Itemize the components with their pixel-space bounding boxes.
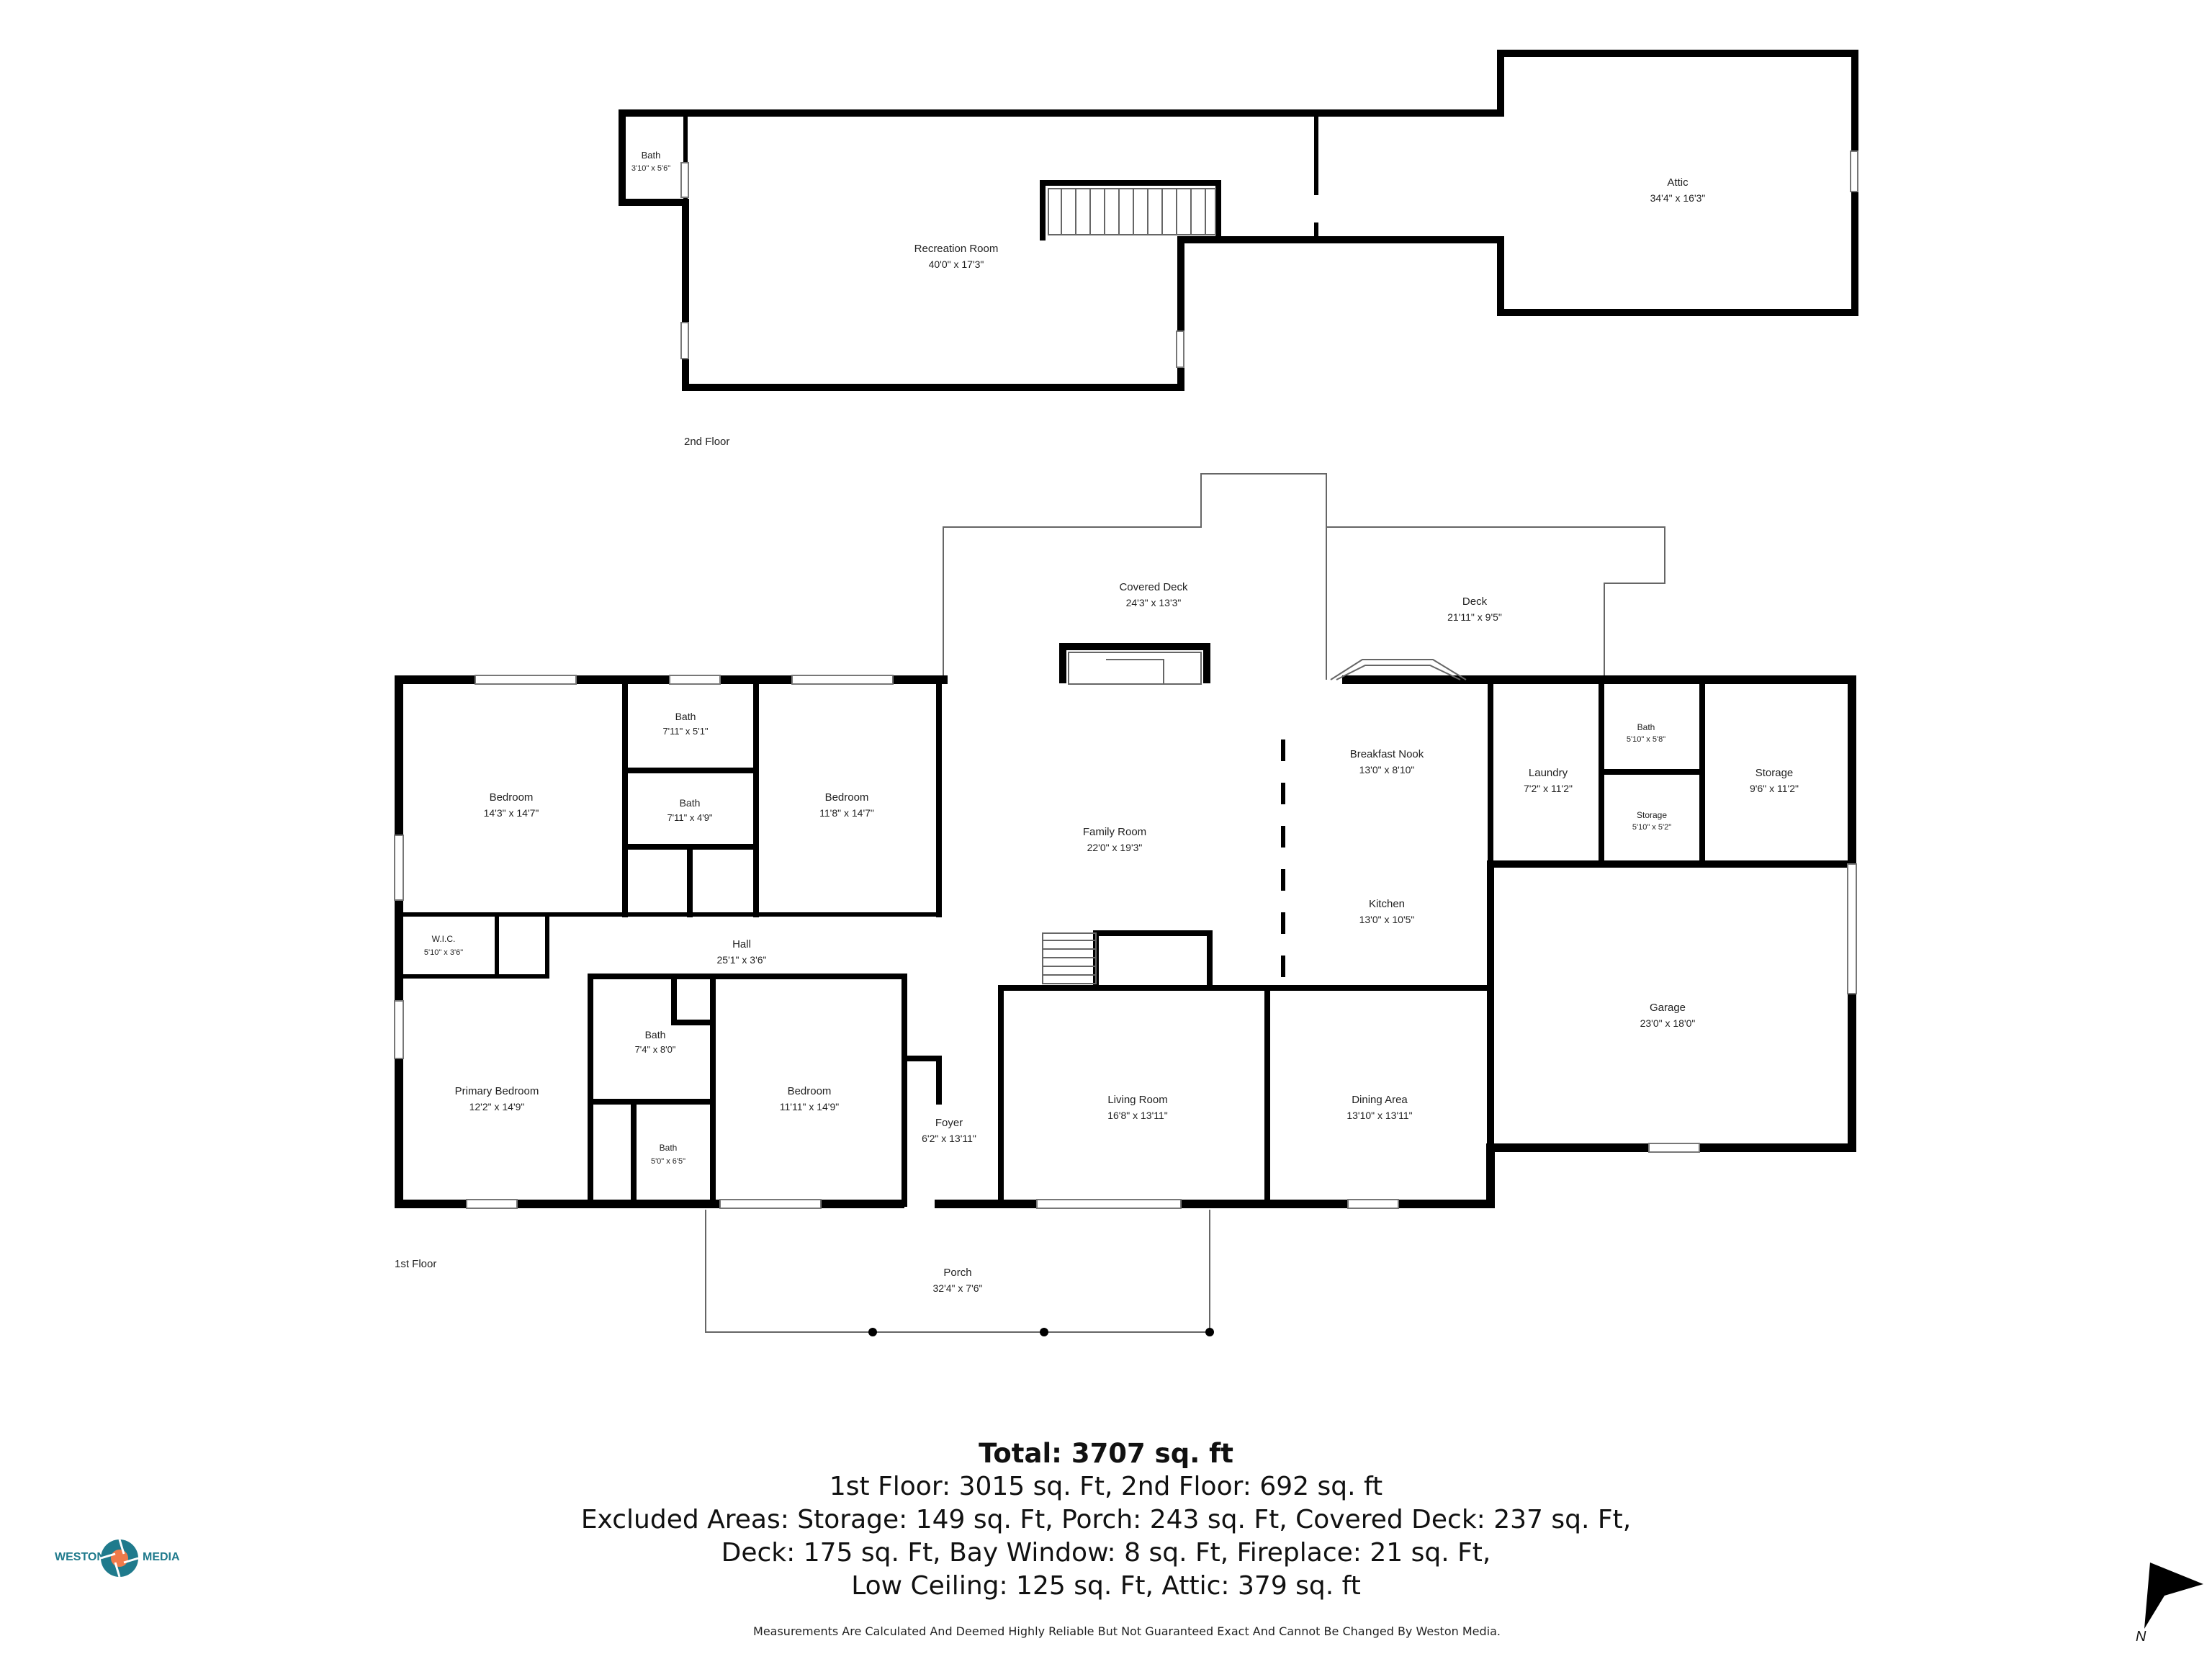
excluded-areas-line-3: Low Ceiling: 125 sq. Ft, Attic: 379 sq. … [851,1571,1361,1601]
room-size: 32'4" x 7'6" [933,1282,983,1294]
room-name: Dining Area [1352,1094,1408,1106]
room-size: 13'0" x 10'5" [1359,914,1415,925]
room-name: Bedroom [825,791,869,804]
room-size: 12'2" x 14'9" [469,1101,525,1112]
second-floor-plan: Bath 3'10" x 5'6" Recreation Room 40'0" … [619,50,1858,448]
room-name: Bath [675,711,696,722]
room-size: 5'10" x 5'8" [1627,735,1665,744]
room-size: 23'0" x 18'0" [1640,1017,1696,1029]
room-name: Bath [645,1029,666,1040]
floor-label-first: 1st Floor [395,1258,436,1270]
room-size: 11'8" x 14'7" [819,807,874,819]
excluded-areas-line-1: Excluded Areas: Storage: 149 sq. Ft, Por… [580,1505,1632,1534]
room-size: 7'4" x 8'0" [635,1044,676,1055]
room-name: Bedroom [490,791,534,804]
room-name: Porch [943,1267,971,1279]
room-name: Family Room [1083,826,1146,838]
room-name: Bath [642,150,661,161]
excluded-areas-line-2: Deck: 175 sq. Ft, Bay Window: 8 sq. Ft, … [721,1538,1491,1568]
room-name: Foyer [935,1117,963,1129]
fireplace [1068,652,1202,685]
area-summary: Total: 3707 sq. ft 1st Floor: 3015 sq. F… [0,1437,2212,1603]
room-name: Primary Bedroom [455,1085,539,1097]
floor-areas: 1st Floor: 3015 sq. Ft, 2nd Floor: 692 s… [829,1472,1383,1501]
room-size: 9'6" x 11'2" [1750,783,1799,794]
room-name: Hall [732,938,751,950]
total-area: Total: 3707 sq. ft [979,1438,1233,1469]
room-name: Bedroom [788,1085,832,1097]
stairs-upper [1048,188,1216,235]
room-name: Covered Deck [1119,581,1188,593]
room-name: Laundry [1529,767,1568,779]
weston-media-logo: WESTON MEDIA [53,1535,183,1578]
room-size: 34'4" x 16'3" [1650,192,1706,204]
room-name: Storage [1755,767,1794,779]
room-name: Breakfast Nook [1350,748,1424,760]
room-size: 6'2" x 13'11" [922,1133,976,1144]
room-name: Recreation Room [914,243,999,255]
stairs-lower [1042,932,1097,984]
room-name: W.I.C. [432,934,456,944]
room-size: 25'1" x 3'6" [717,954,767,966]
compass-label: N [2136,1629,2146,1645]
room-name: Living Room [1107,1094,1167,1106]
camera-aperture-icon [100,1539,139,1578]
room-size: 7'11" x 5'1" [662,726,708,737]
room-size: 5'10" x 3'6" [424,948,463,957]
room-size: 13'10" x 13'11" [1346,1110,1412,1121]
room-name: Garage [1650,1002,1686,1014]
room-name: Kitchen [1369,898,1405,910]
room-name: Bath [680,797,701,809]
room-name: Bath [1637,722,1655,732]
first-floor-plan: Covered Deck 24'3" x 13'3" Deck 21'11" x… [394,473,1857,1336]
room-size: 40'0" x 17'3" [929,258,984,270]
room-size: 11'11" x 14'9" [780,1101,840,1112]
room-size: 14'3" x 14'7" [484,807,539,819]
room-name: Bath [660,1143,678,1153]
room-size: 13'0" x 8'10" [1359,764,1415,775]
room-size: 16'8" x 13'11" [1107,1110,1168,1121]
room-size: 7'11" x 4'9" [667,812,712,823]
room-name: Attic [1667,176,1689,189]
room-size: 5'0" x 6'5" [651,1157,685,1166]
north-arrow-icon [2144,1563,2203,1629]
room-size: 7'2" x 11'2" [1524,783,1573,794]
logo-word-right: MEDIA [143,1551,180,1563]
room-size: 5'10" x 5'2" [1632,823,1671,832]
disclaimer: Measurements Are Calculated And Deemed H… [753,1624,1501,1638]
room-size: 24'3" x 13'3" [1126,597,1182,608]
floor-label-second: 2nd Floor [684,436,729,448]
logo-word-left: WESTON [55,1551,105,1563]
room-size: 22'0" x 19'3" [1087,842,1143,853]
compass: N [2092,1548,2208,1649]
room-name: Deck [1462,595,1488,608]
room-size: 3'10" x 5'6" [631,164,670,173]
room-size: 21'11" x 9'5" [1447,611,1502,623]
room-name: Storage [1637,810,1667,820]
